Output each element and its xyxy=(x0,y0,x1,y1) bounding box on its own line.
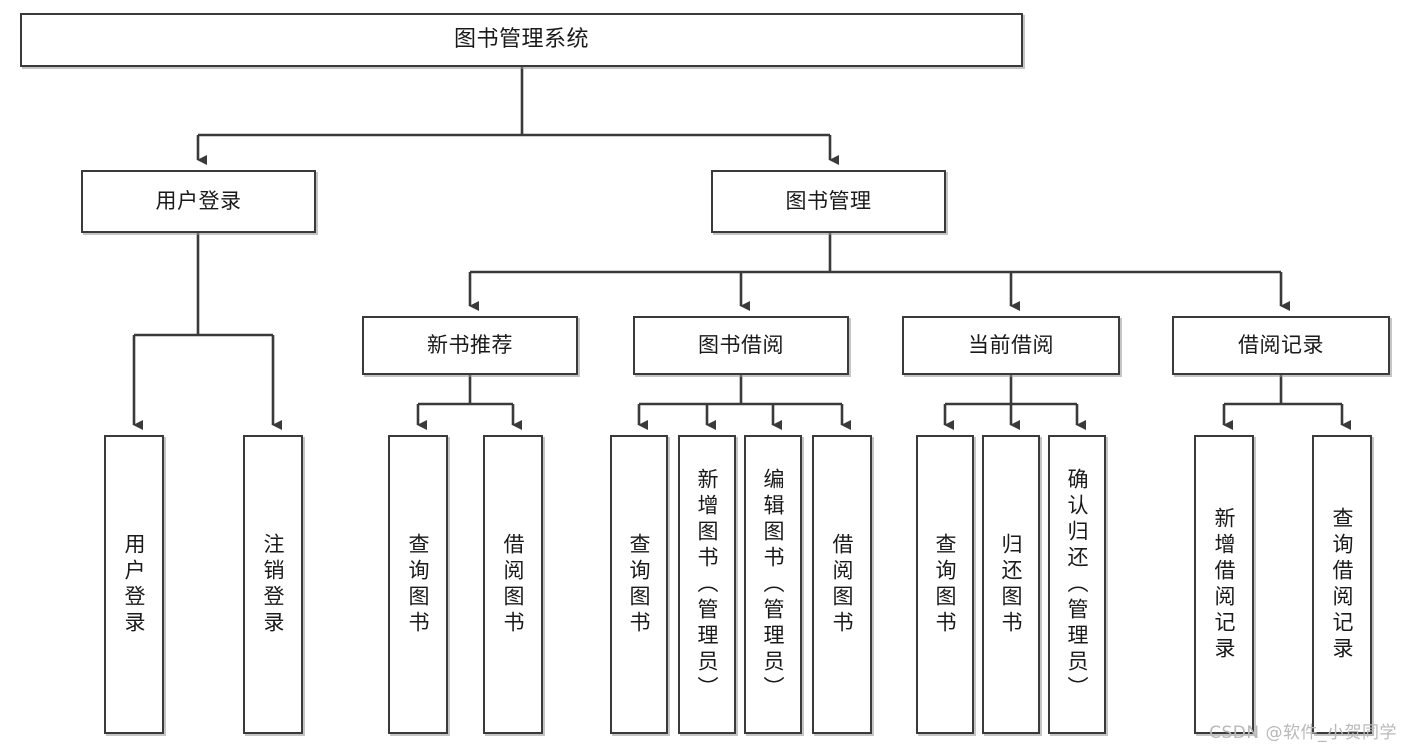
node-user-login[interactable]: 用户登录 xyxy=(81,170,316,233)
node-leaf-query-record[interactable]: 查询借阅记录 xyxy=(1312,435,1372,734)
node-leaf-query-book-3-label: 查询图书 xyxy=(933,532,958,637)
node-new-book-rec-label: 新书推荐 xyxy=(427,332,513,357)
node-leaf-add-book-label: 新增图书（管理员） xyxy=(695,467,720,702)
node-leaf-user-login[interactable]: 用户登录 xyxy=(104,435,164,734)
node-leaf-query-book-1[interactable]: 查询图书 xyxy=(388,435,448,734)
node-leaf-return-book[interactable]: 归还图书 xyxy=(982,435,1040,734)
node-leaf-edit-book-label: 编辑图书（管理员） xyxy=(761,467,786,702)
node-book-borrow-label: 图书借阅 xyxy=(698,332,784,357)
node-root-label: 图书管理系统 xyxy=(453,26,589,52)
node-leaf-borrow-book-1[interactable]: 借阅图书 xyxy=(483,435,543,734)
node-leaf-confirm-return[interactable]: 确认归还（管理员） xyxy=(1048,435,1106,734)
node-leaf-query-book-2-label: 查询图书 xyxy=(627,532,652,637)
node-leaf-borrow-book-2[interactable]: 借阅图书 xyxy=(812,435,872,734)
node-leaf-query-book-2[interactable]: 查询图书 xyxy=(610,435,668,734)
node-leaf-return-book-label: 归还图书 xyxy=(999,532,1024,637)
node-leaf-add-record[interactable]: 新增借阅记录 xyxy=(1194,435,1254,734)
node-book-borrow[interactable]: 图书借阅 xyxy=(633,316,849,375)
node-new-book-rec[interactable]: 新书推荐 xyxy=(362,316,578,375)
node-book-manage[interactable]: 图书管理 xyxy=(711,170,946,233)
node-leaf-logout[interactable]: 注销登录 xyxy=(243,435,303,734)
node-leaf-logout-label: 注销登录 xyxy=(261,532,286,637)
node-leaf-query-book-1-label: 查询图书 xyxy=(406,532,431,637)
node-current-borrow-label: 当前借阅 xyxy=(968,332,1054,357)
node-leaf-edit-book[interactable]: 编辑图书（管理员） xyxy=(744,435,802,734)
node-leaf-borrow-book-2-label: 借阅图书 xyxy=(830,532,855,637)
node-user-login-label: 用户登录 xyxy=(155,188,242,213)
node-leaf-user-login-label: 用户登录 xyxy=(122,532,147,637)
node-borrow-record-label: 借阅记录 xyxy=(1238,332,1324,357)
node-leaf-query-book-3[interactable]: 查询图书 xyxy=(916,435,974,734)
node-borrow-record[interactable]: 借阅记录 xyxy=(1172,316,1390,375)
node-leaf-query-record-label: 查询借阅记录 xyxy=(1330,506,1355,663)
node-leaf-add-record-label: 新增借阅记录 xyxy=(1212,506,1237,663)
node-leaf-add-book[interactable]: 新增图书（管理员） xyxy=(678,435,736,734)
node-leaf-borrow-book-1-label: 借阅图书 xyxy=(501,532,526,637)
node-book-manage-label: 图书管理 xyxy=(785,188,872,213)
node-current-borrow[interactable]: 当前借阅 xyxy=(902,316,1120,375)
node-leaf-confirm-return-label: 确认归还（管理员） xyxy=(1065,467,1090,702)
node-root[interactable]: 图书管理系统 xyxy=(20,13,1023,67)
